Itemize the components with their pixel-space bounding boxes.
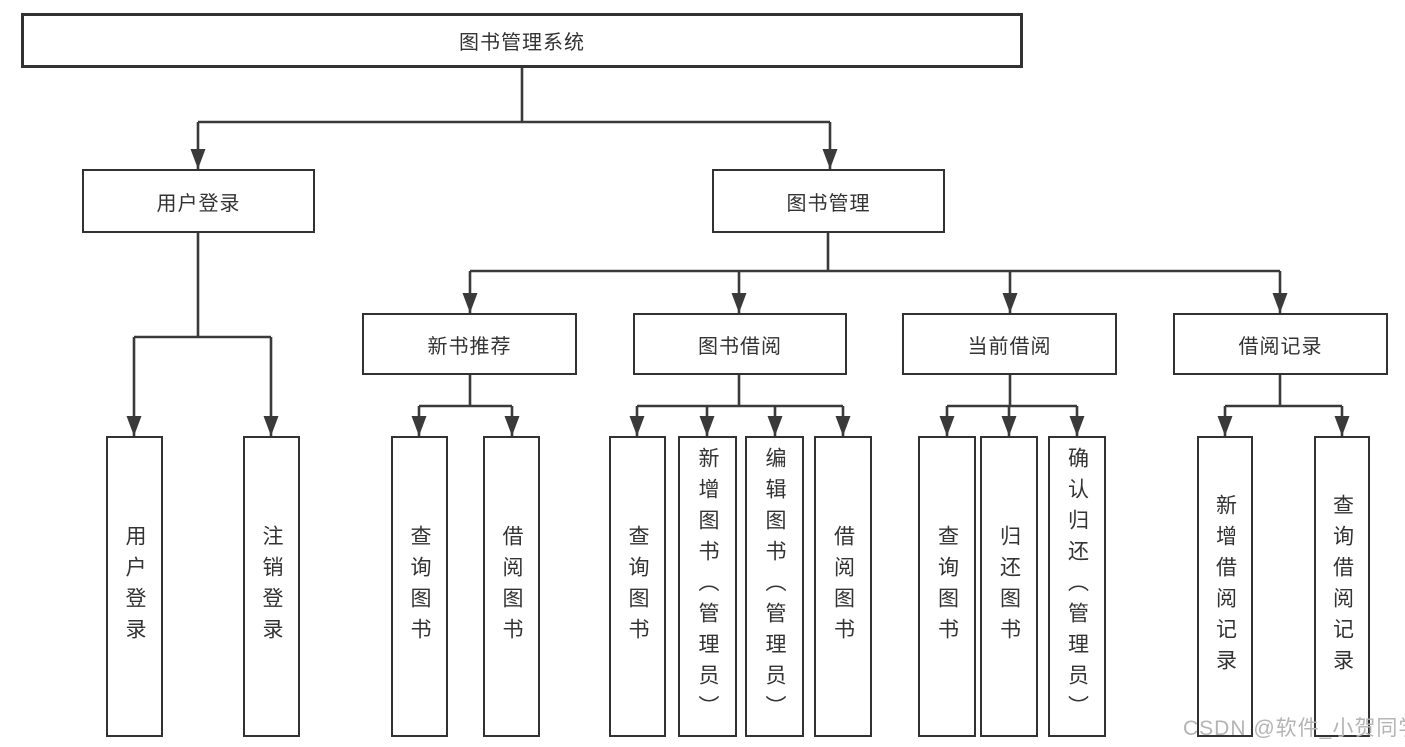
leaf-label: 查询借阅记录: [1330, 493, 1354, 680]
leaf-user-login: 用户登录: [106, 436, 163, 737]
leaf-label: 归还图书: [997, 524, 1021, 649]
node-label: 当前借阅: [967, 335, 1052, 358]
leaf-query-books-recommend: 查询图书: [391, 436, 448, 737]
leaf-label: 查询图书: [408, 524, 431, 649]
leaf-confirm-return-admin: 确认归还（管理员）: [1048, 436, 1106, 737]
leaf-logout: 注销登录: [243, 436, 300, 737]
leaf-borrow-books-recommend: 借阅图书: [483, 436, 540, 737]
leaf-edit-books-admin: 编辑图书（管理员）: [745, 436, 804, 737]
node-label: 用户登录: [156, 192, 241, 215]
leaf-add-books-admin: 新增图书（管理员）: [678, 436, 737, 737]
node-new-book-recommend: 新书推荐: [362, 313, 577, 375]
leaf-borrow-books: 借阅图书: [814, 436, 872, 737]
leaf-label: 用户登录: [123, 524, 146, 649]
leaf-label: 新增借阅记录: [1213, 493, 1237, 680]
node-label: 图书借阅: [698, 335, 782, 358]
leaf-query-borrow-record: 查询借阅记录: [1314, 436, 1370, 737]
leaf-query-books-current: 查询图书: [918, 436, 976, 737]
leaf-label: 编辑图书（管理员）: [763, 447, 786, 726]
leaf-return-books: 归还图书: [980, 436, 1038, 737]
watermark: CSDN @软件_小贺同学: [1183, 717, 1405, 740]
leaf-label: 借阅图书: [831, 524, 855, 649]
node-label: 借阅记录: [1238, 335, 1323, 358]
leaf-label: 新增图书（管理员）: [696, 447, 719, 726]
node-user-login: 用户登录: [82, 169, 315, 233]
node-root: 图书管理系统: [21, 13, 1023, 68]
arrowheads: [126, 149, 1350, 436]
leaf-label: 查询图书: [626, 524, 649, 649]
node-borrowing-records: 借阅记录: [1173, 313, 1388, 375]
node-root-label: 图书管理系统: [459, 32, 585, 54]
node-book-borrowing: 图书借阅: [633, 313, 847, 375]
node-book-management: 图书管理: [712, 169, 945, 233]
leaf-query-books-borrowing: 查询图书: [609, 436, 666, 737]
node-current-borrowing: 当前借阅: [902, 313, 1117, 375]
leaf-add-borrow-record: 新增借阅记录: [1197, 436, 1253, 737]
leaf-label: 确认归还（管理员）: [1065, 447, 1089, 726]
node-label: 图书管理: [786, 192, 871, 215]
leaf-label: 注销登录: [260, 524, 283, 649]
leaf-label: 借阅图书: [500, 524, 523, 649]
leaf-label: 查询图书: [935, 524, 959, 649]
node-label: 新书推荐: [427, 335, 512, 358]
